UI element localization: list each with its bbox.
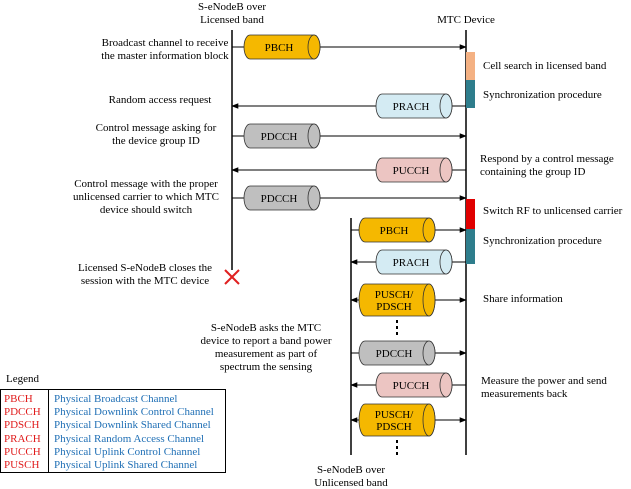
legend-title: Legend [6,373,39,385]
legend-separator [48,389,49,473]
legend-abbreviation: PRACH [4,432,41,445]
cylinder-icon [375,157,453,183]
legend-description: Physical Uplink Control Channel [54,445,201,458]
cylinder-icon [243,185,321,211]
left-annotation: the device group ID [112,135,200,147]
right-annotation: Cell search in licensed band [483,60,607,72]
message-pusch-pdsch: PUSCH/PDSCH [350,403,467,437]
cylinder-icon [375,372,453,398]
right-annotation: measurements back [481,388,568,400]
legend-description: Physical Broadcast Channel [54,393,178,405]
legend-description: Physical Random Access Channel [54,432,205,445]
cylinder-icon [358,217,436,243]
legend-abbreviation: PBCH [4,393,33,405]
message-label: PDCCH [261,193,298,205]
cylinder-icon [358,283,436,317]
unlicensed-enb-label-1: S-eNodeB over [317,464,385,476]
message-label: PUCCH [393,165,430,177]
right-annotation: Switch RF to unlicensed carrier [483,205,623,217]
message-label: PUSCH/ [375,409,414,421]
left-annotation: session with the MTC device [81,275,209,287]
sync-block-licensed [466,80,475,108]
left-annotation: Broadcast channel to receive [102,37,229,49]
legend-description: Physical Downlink Shared Channel [54,419,211,432]
message-pbch: PBCH [351,217,467,243]
mtc-device-label: MTC Device [437,14,495,26]
left-annotation: measurement as part of [215,348,318,360]
message-pucch: PUCCH [350,372,466,398]
legend-box [0,389,226,473]
right-annotation: Measure the power and send [481,375,607,387]
message-pdcch: PDCCH [232,185,467,211]
message-label: PDCCH [261,131,298,143]
message-pdcch: PDCCH [232,123,467,149]
message-label: PUCCH [393,380,430,392]
legend-abbreviation: PUCCH [4,445,41,458]
message-prach: PRACH [350,249,466,275]
message-pusch-pdsch: PUSCH/PDSCH [350,283,467,317]
message-label: PDSCH [376,421,412,433]
legend-abbreviation: PDSCH [4,419,40,432]
message-label: PBCH [380,225,409,237]
right-annotation: containing the group ID [480,166,585,178]
message-pucch: PUCCH [231,157,466,183]
legend-abbreviation: PUSCH [4,459,40,471]
message-label: PDSCH [376,301,412,313]
left-annotation: Control message asking for [96,122,217,134]
unlicensed-enb-label-2: Unlicensed band [314,477,388,489]
left-annotation: unlicensed carrier to which MTC [73,191,219,203]
legend-description: Physical Uplink Shared Channel [54,459,198,471]
licensed-enb-label-1: S-eNodeB over [198,1,266,13]
cylinder-icon [358,403,436,437]
message-label: PDCCH [376,348,413,360]
switch-rf-block [466,199,475,229]
cylinder-icon [243,123,321,149]
message-label: PRACH [393,257,430,269]
cell-search-block [466,52,475,80]
message-prach: PRACH [231,93,466,119]
cylinder-icon [375,249,453,275]
left-annotation: device to report a band power [200,335,331,347]
message-pbch: PBCH [232,34,467,60]
left-annotation: Licensed S-eNodeB closes the [78,262,212,274]
message-label: PBCH [265,42,294,54]
message-label: PUSCH/ [375,289,414,301]
left-annotation: Control message with the proper [74,178,218,190]
right-annotation: Share information [483,293,563,305]
cylinder-icon [243,34,321,60]
left-annotation: the master information block [101,50,229,62]
continuation-dots [396,320,398,455]
cylinder-icon [375,93,453,119]
left-annotation: spectrum the sensing [220,361,313,373]
left-annotation: S-eNodeB asks the MTC [211,322,321,334]
message-label: PRACH [393,101,430,113]
left-annotation: device should switch [100,204,193,216]
message-pdcch: PDCCH [351,340,467,366]
legend-abbreviation: PDCCH [4,406,41,419]
legend-description: Physical Downlink Control Channel [54,406,214,419]
right-annotation: Respond by a control message [480,153,614,165]
left-annotation: Random access request [109,94,212,106]
right-annotation: Synchronization procedure [483,89,602,101]
right-annotation: Synchronization procedure [483,235,602,247]
cylinder-icon [358,340,436,366]
licensed-enb-label-2: Licensed band [200,14,264,26]
sync-block-unlicensed [466,229,475,264]
session-close-cross-icon [224,269,240,285]
